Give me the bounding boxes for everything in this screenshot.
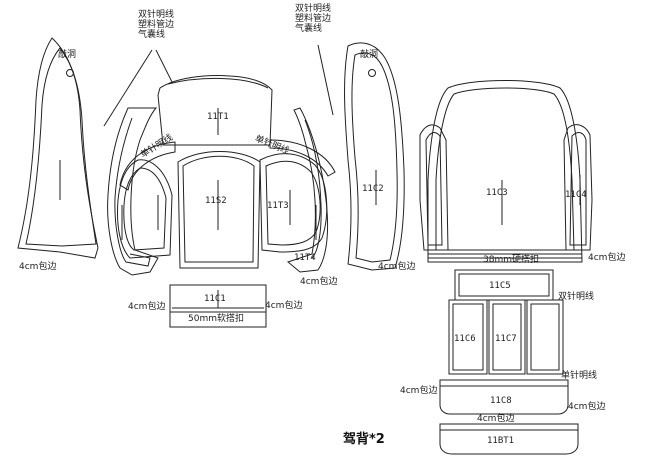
piece-c8 — [439, 379, 569, 415]
binding-label-2: 4cm包边 — [128, 302, 166, 312]
punch-hole-label-right: 敲洞 — [360, 50, 379, 60]
binding-label-6: 4cm包边 — [588, 253, 626, 263]
piece-id-c6: 11C6 — [454, 334, 476, 344]
binding-label-1: 4cm包边 — [19, 262, 57, 272]
piece-c2 — [344, 42, 405, 271]
piece-c3 — [427, 80, 583, 263]
piece-id-c3: 11C3 — [486, 188, 508, 198]
punch-hole-label-left: 敲洞 — [58, 50, 77, 60]
binding-label-5: 4cm包边 — [378, 262, 416, 272]
piece-id-c4: 11C4 — [565, 190, 587, 200]
piece-t3 — [259, 139, 336, 253]
piece-id-c8: 11C8 — [490, 396, 512, 406]
single-needle-label-bottom: 单针明线 — [561, 371, 598, 381]
binding-label-7: 4cm包边 — [400, 386, 438, 396]
piece-t2-left — [107, 107, 159, 276]
binding-label-8: 4cm包边 — [568, 402, 606, 412]
double-needle-label: 双针明线 — [558, 292, 595, 302]
piece-c1 — [169, 284, 267, 328]
hard-buckle-label: 38mm硬搭扣 — [483, 255, 539, 265]
piece-c6 — [448, 299, 488, 375]
piece-t4 — [286, 107, 329, 273]
soft-buckle-label: 50mm软搭扣 — [188, 314, 244, 324]
piece-s2 — [177, 151, 261, 269]
piece-id-t4: 11T4 — [294, 253, 316, 263]
piece-c3-left-gusset — [419, 124, 449, 251]
punch-hole-left — [66, 69, 74, 77]
piece-id-c7: 11C7 — [495, 334, 517, 344]
piece-id-c5: 11C5 — [489, 281, 511, 291]
piece-id-bt1: 11BT1 — [487, 436, 515, 446]
left-side-panel — [17, 37, 99, 259]
piece-id-s2: 11S2 — [205, 196, 227, 206]
punch-hole-right — [368, 69, 376, 77]
binding-label-4: 4cm包边 — [300, 277, 338, 287]
binding-label-3: 4cm包边 — [265, 301, 303, 311]
piece-c7-right — [526, 299, 564, 375]
sheet-title: 驾背*2 — [343, 432, 385, 447]
leader-lines — [103, 44, 334, 127]
seam-note-left: 双针明线 塑料管边 气囊线 — [138, 10, 175, 40]
piece-bt1 — [439, 423, 579, 455]
seam-note-right: 双针明线 塑料管边 气囊线 — [295, 4, 332, 34]
binding-label-9: 4cm包边 — [477, 414, 515, 424]
dimension-arrows — [172, 257, 582, 309]
piece-id-t3: 11T3 — [267, 201, 289, 211]
piece-id-c1: 11C1 — [204, 294, 226, 304]
piece-t1 — [157, 75, 273, 146]
piece-c4 — [563, 124, 593, 251]
piece-wrap-left — [117, 141, 176, 259]
piece-c7 — [488, 299, 526, 375]
piece-id-t1: 11T1 — [207, 112, 229, 122]
piece-id-c2: 11C2 — [362, 184, 384, 194]
